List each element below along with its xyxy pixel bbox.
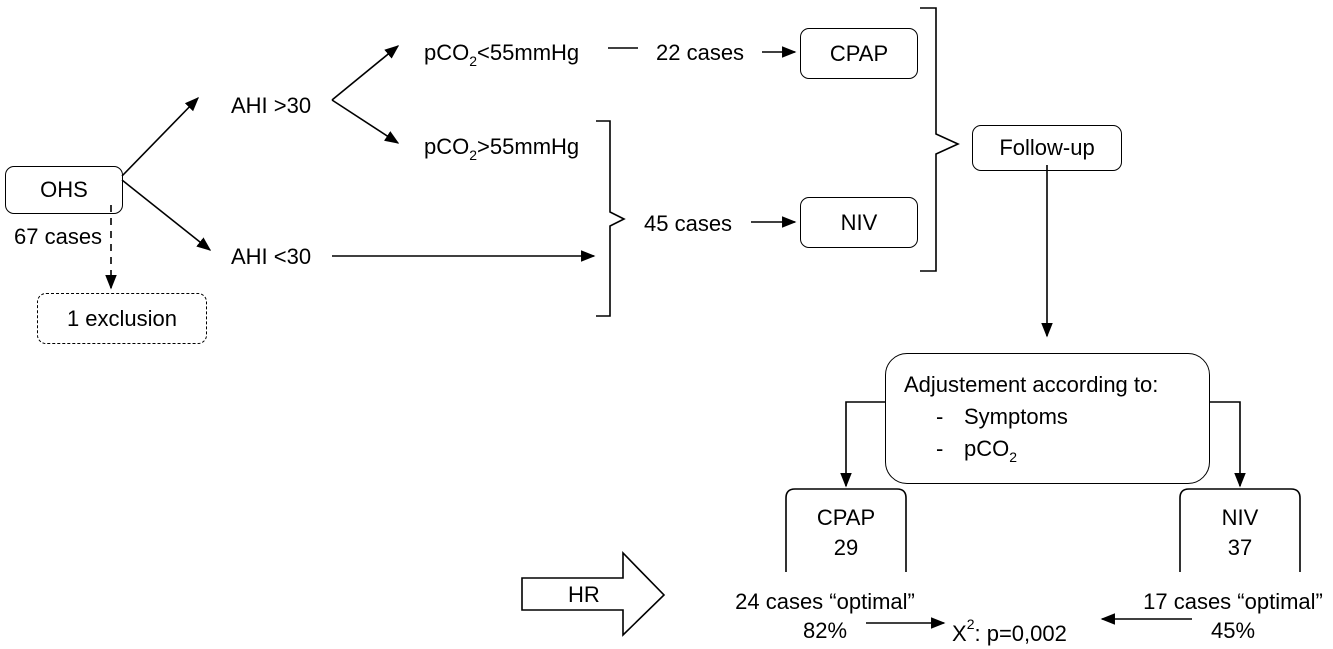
arrow-adjust-to-niv bbox=[1209, 401, 1246, 488]
pco2-high-label: pCO2>55mmHg bbox=[424, 134, 580, 163]
adjustment-pco2-prefix: pCO bbox=[964, 436, 1010, 461]
arrow-to-pco2-high bbox=[331, 99, 400, 144]
cpap-bottom-value: 29 bbox=[833, 535, 859, 560]
niv-result-box bbox=[1179, 488, 1301, 572]
niv-bottom-value: 37 bbox=[1227, 535, 1253, 560]
arrow-adjust-to-cpap bbox=[840, 401, 886, 488]
cpap-top-label: CPAP bbox=[829, 40, 889, 66]
pco2-high-prefix: pCO bbox=[424, 134, 470, 159]
follow-up-label: Follow-up bbox=[999, 135, 1095, 160]
ohs-box: OHS bbox=[5, 166, 123, 214]
chi-prefix: X bbox=[952, 621, 967, 646]
chi-suffix: : p=0,002 bbox=[974, 621, 1067, 646]
cases-45-label: 45 cases bbox=[644, 211, 733, 236]
niv-optimal-percent: 45% bbox=[1210, 618, 1256, 643]
niv-optimal-label: 17 cases “optimal” bbox=[1143, 589, 1323, 614]
chi-square-result: X2: p=0,002 bbox=[952, 616, 1067, 649]
chi-sup: 2 bbox=[966, 616, 975, 632]
pco2-high-sub: 2 bbox=[469, 147, 478, 163]
pco2-low-suffix: <55mmHg bbox=[477, 40, 580, 65]
cpap-optimal-percent: 82% bbox=[802, 618, 848, 643]
cpap-optimal-label: 24 cases “optimal” bbox=[735, 589, 915, 614]
adjustment-box: Adjustement according to: - Symptoms - p… bbox=[885, 353, 1210, 484]
ohs-count: 67 cases bbox=[14, 224, 103, 249]
bracket-followup bbox=[920, 7, 960, 272]
arrow-ohs-to-ahi-high bbox=[121, 96, 200, 177]
pco2-low-label: pCO2<55mmHg bbox=[424, 40, 580, 69]
niv-top-label: NIV bbox=[840, 209, 878, 235]
adjustment-title: Adjustement according to: bbox=[904, 372, 1159, 397]
exclusion-box: 1 exclusion bbox=[37, 293, 207, 344]
exclusion-label: 1 exclusion bbox=[66, 305, 178, 331]
hr-block-arrow bbox=[521, 551, 666, 637]
follow-up-box: Follow-up bbox=[972, 125, 1122, 171]
adjustment-pco2-sub: 2 bbox=[1009, 449, 1018, 465]
arrow-ohs-to-ahi-low bbox=[121, 179, 212, 251]
adjustment-dash-1: - bbox=[936, 404, 944, 429]
hr-label: HR bbox=[568, 582, 600, 607]
pco2-low-sub: 2 bbox=[469, 53, 478, 69]
pco2-high-suffix: >55mmHg bbox=[477, 134, 580, 159]
cases-22-label: 22 cases bbox=[656, 40, 745, 65]
cpap-bottom-label: CPAP bbox=[816, 505, 876, 530]
arrow-to-pco2-low bbox=[331, 45, 400, 101]
niv-bottom-label: NIV bbox=[1221, 505, 1259, 530]
bracket-45 bbox=[596, 120, 626, 317]
adjustment-item-symptoms: Symptoms bbox=[964, 404, 1068, 429]
cpap-top-box: CPAP bbox=[800, 28, 918, 79]
adjustment-dash-2: - bbox=[936, 436, 944, 461]
ahi-high-label: AHI >30 bbox=[231, 93, 312, 118]
ahi-low-label: AHI <30 bbox=[231, 244, 312, 269]
pco2-low-prefix: pCO bbox=[424, 40, 470, 65]
cpap-result-box bbox=[785, 488, 907, 572]
ohs-label: OHS bbox=[40, 177, 88, 202]
adjustment-item-pco2: pCO2 bbox=[964, 436, 1018, 465]
niv-top-box: NIV bbox=[800, 197, 918, 248]
